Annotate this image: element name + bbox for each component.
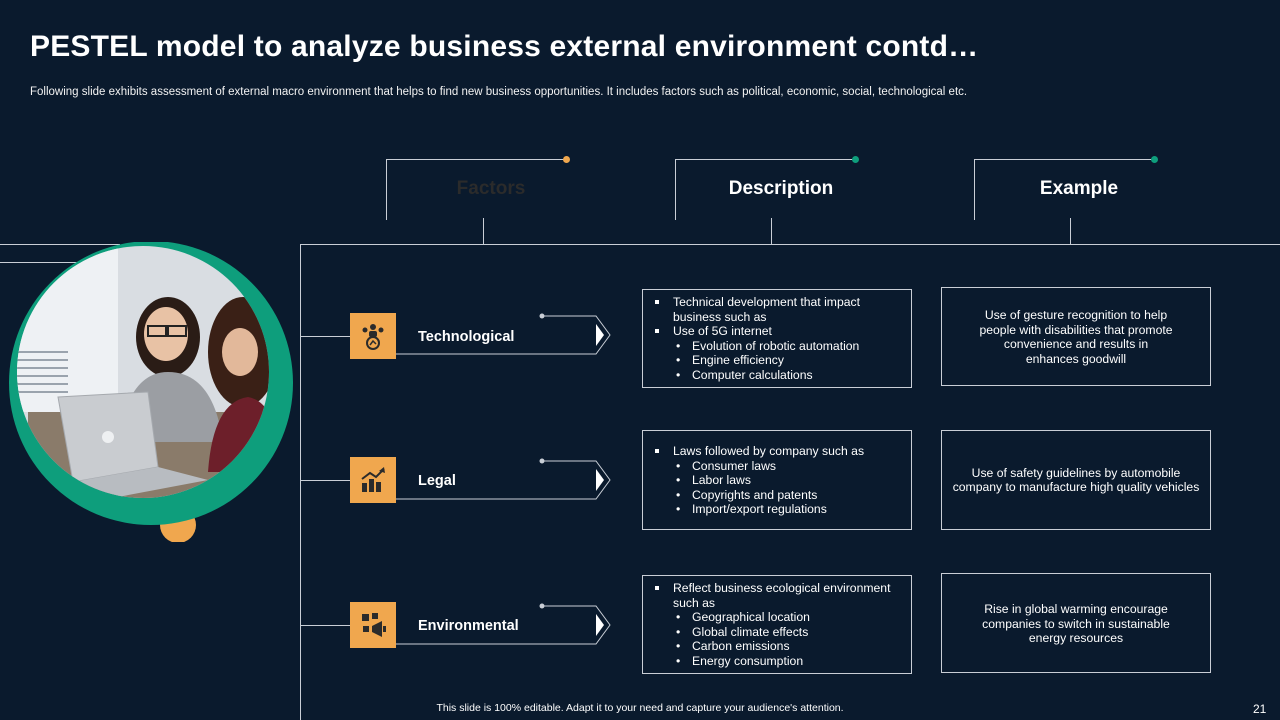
row-connector-environmental <box>300 625 350 626</box>
example-text-technological: Use of gesture recognition to help peopl… <box>979 308 1173 366</box>
row-connector-legal <box>300 480 350 481</box>
example-card-technological: Use of gesture recognition to help peopl… <box>941 287 1211 386</box>
header-example-label: Example <box>1039 178 1119 199</box>
example-text-legal: Use of safety guidelines by automobile c… <box>952 465 1200 495</box>
example-card-legal: Use of safety guidelines by automobile c… <box>941 430 1211 530</box>
description-list-technological: Technical development that impact busine… <box>653 295 903 382</box>
header-dot-description <box>852 156 859 163</box>
connector-description <box>771 218 772 245</box>
legal-growth-icon <box>350 457 396 503</box>
header-factors: Factors <box>394 166 588 212</box>
description-list-legal: Laws followed by company such as Consume… <box>653 444 903 517</box>
list-item: Evolution of robotic automation <box>653 339 903 354</box>
main-top-line <box>300 244 1280 245</box>
page-number: 21 <box>1253 702 1267 716</box>
example-text-environmental: Rise in global warming encourage compani… <box>982 602 1170 645</box>
connector-factors <box>483 218 484 245</box>
list-item: Use of 5G internet <box>653 324 903 339</box>
header-factors-label: Factors <box>456 178 526 199</box>
list-item: Geographical location <box>653 610 903 625</box>
slide-subtitle: Following slide exhibits assessment of e… <box>30 86 968 98</box>
factor-technological: Technological <box>418 329 515 345</box>
header-frame-description <box>675 159 856 220</box>
list-item: Consumer laws <box>653 459 903 474</box>
description-card-environmental: Reflect business ecological environment … <box>642 575 912 674</box>
description-card-legal: Laws followed by company such as Consume… <box>642 430 912 530</box>
header-frame-example <box>974 159 1155 220</box>
header-dot-factors <box>563 156 570 163</box>
example-card-environmental: Rise in global warming encourage compani… <box>941 573 1211 673</box>
list-item: Reflect business ecological environment … <box>653 581 903 610</box>
description-card-technological: Technical development that impact busine… <box>642 289 912 388</box>
list-item: Technical development that impact busine… <box>653 295 903 324</box>
list-item: Engine efficiency <box>653 353 903 368</box>
technology-people-icon <box>350 313 396 359</box>
list-item: Laws followed by company such as <box>653 444 903 459</box>
arrow-connector-legal <box>396 455 616 510</box>
list-item: Copyrights and patents <box>653 488 903 503</box>
header-frame-factors <box>386 159 567 220</box>
list-item: Global climate effects <box>653 625 903 640</box>
decor-line-top <box>0 244 120 245</box>
environment-announcement-icon <box>350 602 396 648</box>
list-item: Energy consumption <box>653 654 903 669</box>
students-photo <box>8 241 298 543</box>
arrow-connector-technological <box>396 310 616 365</box>
arrow-connector-environmental <box>396 600 616 655</box>
footer-note: This slide is 100% editable. Adapt it to… <box>436 702 844 714</box>
list-item: Labor laws <box>653 473 903 488</box>
header-description-label: Description <box>728 178 834 199</box>
row-connector-technological <box>300 336 350 337</box>
factor-environmental: Environmental <box>418 618 519 634</box>
main-left-line <box>300 244 301 720</box>
header-example: Example <box>982 166 1176 212</box>
factor-legal: Legal <box>418 473 456 489</box>
connector-example <box>1070 218 1071 245</box>
header-description: Description <box>684 166 878 212</box>
list-item: Carbon emissions <box>653 639 903 654</box>
list-item: Import/export regulations <box>653 502 903 517</box>
header-dot-example <box>1151 156 1158 163</box>
description-list-environmental: Reflect business ecological environment … <box>653 581 903 668</box>
slide-title: PESTEL model to analyze business externa… <box>30 30 979 63</box>
decor-line-bottom <box>0 262 80 263</box>
list-item: Computer calculations <box>653 368 903 383</box>
